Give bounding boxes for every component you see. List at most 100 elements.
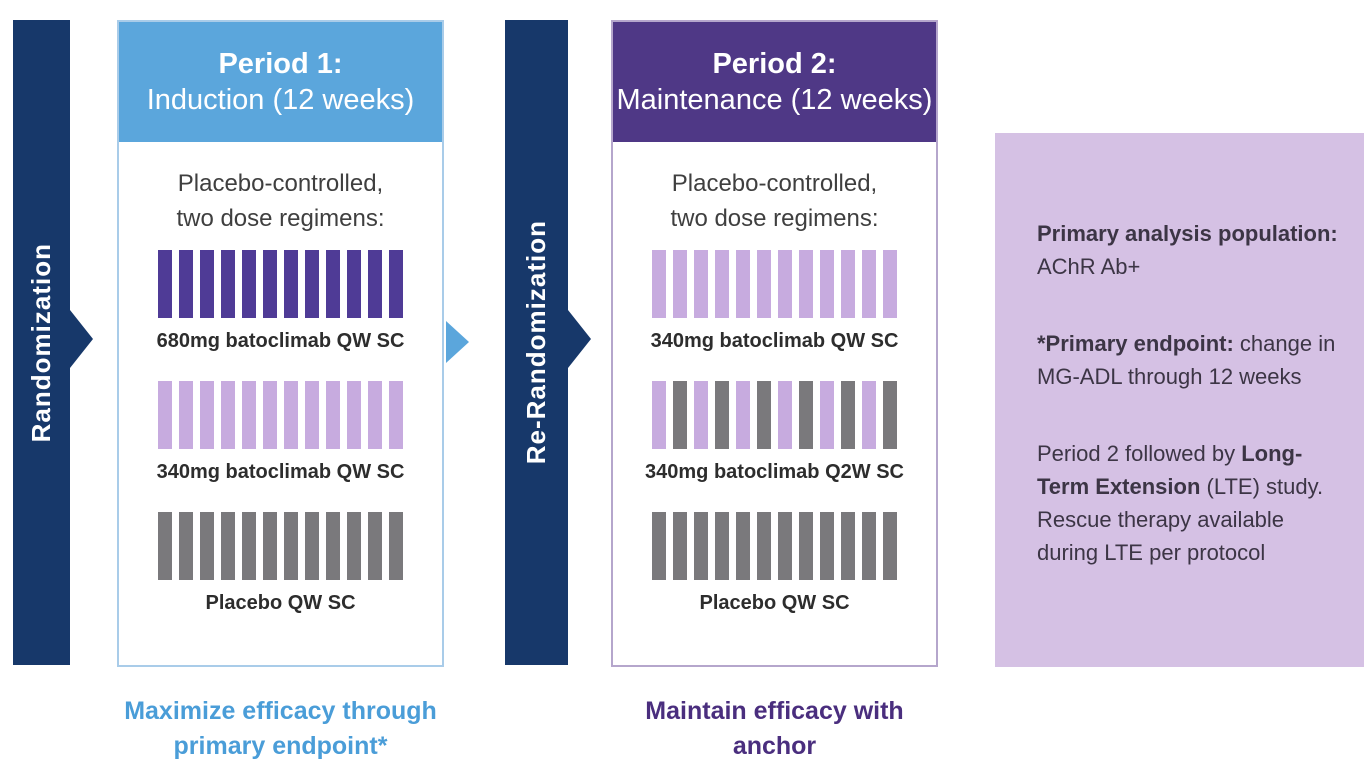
- dose-bar: [326, 381, 340, 449]
- dose-bar: [694, 381, 708, 449]
- weekly-dose-bars: [613, 381, 936, 449]
- note-text-bold: Primary analysis population:: [1037, 221, 1338, 246]
- dose-bar: [305, 250, 319, 318]
- dose-bar: [820, 381, 834, 449]
- treatment-arm: 680mg batoclimab QW SC: [119, 250, 442, 353]
- dose-bar: [263, 381, 277, 449]
- period1-arms: 680mg batoclimab QW SC 340mg batoclimab Q…: [119, 250, 442, 615]
- randomization-label: Randomization: [26, 242, 56, 443]
- dose-bar: [778, 512, 792, 580]
- dose-bar: [694, 250, 708, 318]
- dose-bar: [221, 512, 235, 580]
- dose-bar: [757, 512, 771, 580]
- dose-bar: [736, 512, 750, 580]
- note-text: change in MG-ADL through 12 weeks: [1037, 331, 1336, 389]
- dose-bar: [347, 381, 361, 449]
- period2-regimen-note-line1: Placebo-controlled,: [671, 170, 878, 197]
- dose-bar: [799, 250, 813, 318]
- dose-bar: [778, 381, 792, 449]
- dose-bar: [799, 512, 813, 580]
- dose-bar: [326, 250, 340, 318]
- dose-bar: [673, 250, 687, 318]
- period1-caption: Maximize efficacy through primary endpoi…: [117, 694, 444, 764]
- period2-regimen-note: Placebo-controlled, two dose regimens:: [613, 166, 936, 236]
- dose-bar: [242, 512, 256, 580]
- period1-regimen-note: Placebo-controlled, two dose regimens:: [119, 166, 442, 236]
- period1-caption-line1: Maximize efficacy through: [124, 697, 437, 725]
- re-randomization-bar: Re-Randomization: [505, 20, 591, 665]
- dose-bar: [820, 512, 834, 580]
- dose-bar: [284, 381, 298, 449]
- dose-bar: [389, 512, 403, 580]
- weekly-dose-bars: [119, 381, 442, 449]
- period1-box: Period 1: Induction (12 weeks) Placebo-c…: [117, 20, 444, 667]
- dose-bar: [179, 512, 193, 580]
- dose-bar: [305, 512, 319, 580]
- dose-bar: [389, 250, 403, 318]
- dose-bar: [862, 250, 876, 318]
- arm-label: Placebo QW SC: [699, 592, 850, 614]
- dose-bar: [200, 512, 214, 580]
- treatment-arm: 340mg batoclimab QW SC: [119, 381, 442, 484]
- dose-bar: [263, 250, 277, 318]
- note-text: AChR Ab+: [1037, 254, 1141, 279]
- dose-bar: [389, 381, 403, 449]
- weekly-dose-bars: [119, 512, 442, 580]
- dose-bar: [883, 512, 897, 580]
- period1-regimen-note-line2: two dose regimens:: [176, 205, 385, 232]
- note-text: (LTE) study. Rescue therapy available du…: [1037, 474, 1324, 565]
- randomization-bar: Randomization: [13, 20, 93, 665]
- dose-bar: [736, 381, 750, 449]
- dose-bar: [326, 512, 340, 580]
- dose-bar: [652, 381, 666, 449]
- treatment-arm: 340mg batoclimab Q2W SC: [613, 381, 936, 484]
- dose-bar: [841, 250, 855, 318]
- dose-bar: [652, 250, 666, 318]
- dose-bar: [820, 250, 834, 318]
- dose-bar: [158, 381, 172, 449]
- period1-title: Period 1:: [218, 48, 343, 80]
- dose-bar: [862, 512, 876, 580]
- note-text: Period 2 followed by: [1037, 441, 1242, 466]
- treatment-arm: Placebo QW SC: [119, 512, 442, 615]
- dose-bar: [158, 512, 172, 580]
- dose-bar: [841, 512, 855, 580]
- period2-arms: 340mg batoclimab QW SC 340mg batoclimab Q…: [613, 250, 936, 615]
- dose-bar: [778, 250, 792, 318]
- period2-regimen-note-line2: two dose regimens:: [670, 205, 879, 232]
- dose-bar: [799, 381, 813, 449]
- period1-regimen-note-line1: Placebo-controlled,: [177, 170, 384, 197]
- period1-header: Period 1: Induction (12 weeks): [119, 22, 442, 142]
- weekly-dose-bars: [119, 250, 442, 318]
- arm-label: 340mg batoclimab QW SC: [650, 330, 899, 352]
- weekly-dose-bars: [613, 250, 936, 318]
- dose-bar: [179, 250, 193, 318]
- arm-label: 340mg batoclimab Q2W SC: [645, 461, 904, 483]
- dose-bar: [368, 250, 382, 318]
- notes-panel: Primary analysis population: AChR Ab+ *Pr…: [995, 133, 1364, 667]
- treatment-arm: Placebo QW SC: [613, 512, 936, 615]
- dose-bar: [347, 250, 361, 318]
- period2-header: Period 2: Maintenance (12 weeks): [613, 22, 936, 142]
- dose-bar: [715, 381, 729, 449]
- randomization-arrow-icon: [70, 310, 93, 368]
- period2-caption: Maintain efficacy with anchor dose and l…: [611, 694, 938, 766]
- dose-bar: [284, 250, 298, 318]
- dose-bar: [715, 512, 729, 580]
- period1-caption-line2: primary endpoint*: [173, 732, 388, 760]
- dose-bar: [242, 250, 256, 318]
- period1-flow-arrow-icon: [446, 321, 469, 363]
- period1-duration: Induction (12 weeks): [146, 84, 415, 116]
- dose-bar: [284, 512, 298, 580]
- dose-bar: [200, 381, 214, 449]
- dose-bar: [883, 250, 897, 318]
- note-paragraph: *Primary endpoint: change in MG-ADL thro…: [1037, 327, 1340, 393]
- dose-bar: [242, 381, 256, 449]
- dose-bar: [715, 250, 729, 318]
- period2-box: Period 2: Maintenance (12 weeks) Placebo…: [611, 20, 938, 667]
- period2-body: Placebo-controlled, two dose regimens: 3…: [613, 142, 936, 615]
- dose-bar: [158, 250, 172, 318]
- dose-bar: [200, 250, 214, 318]
- dose-bar: [347, 512, 361, 580]
- dose-bar: [862, 381, 876, 449]
